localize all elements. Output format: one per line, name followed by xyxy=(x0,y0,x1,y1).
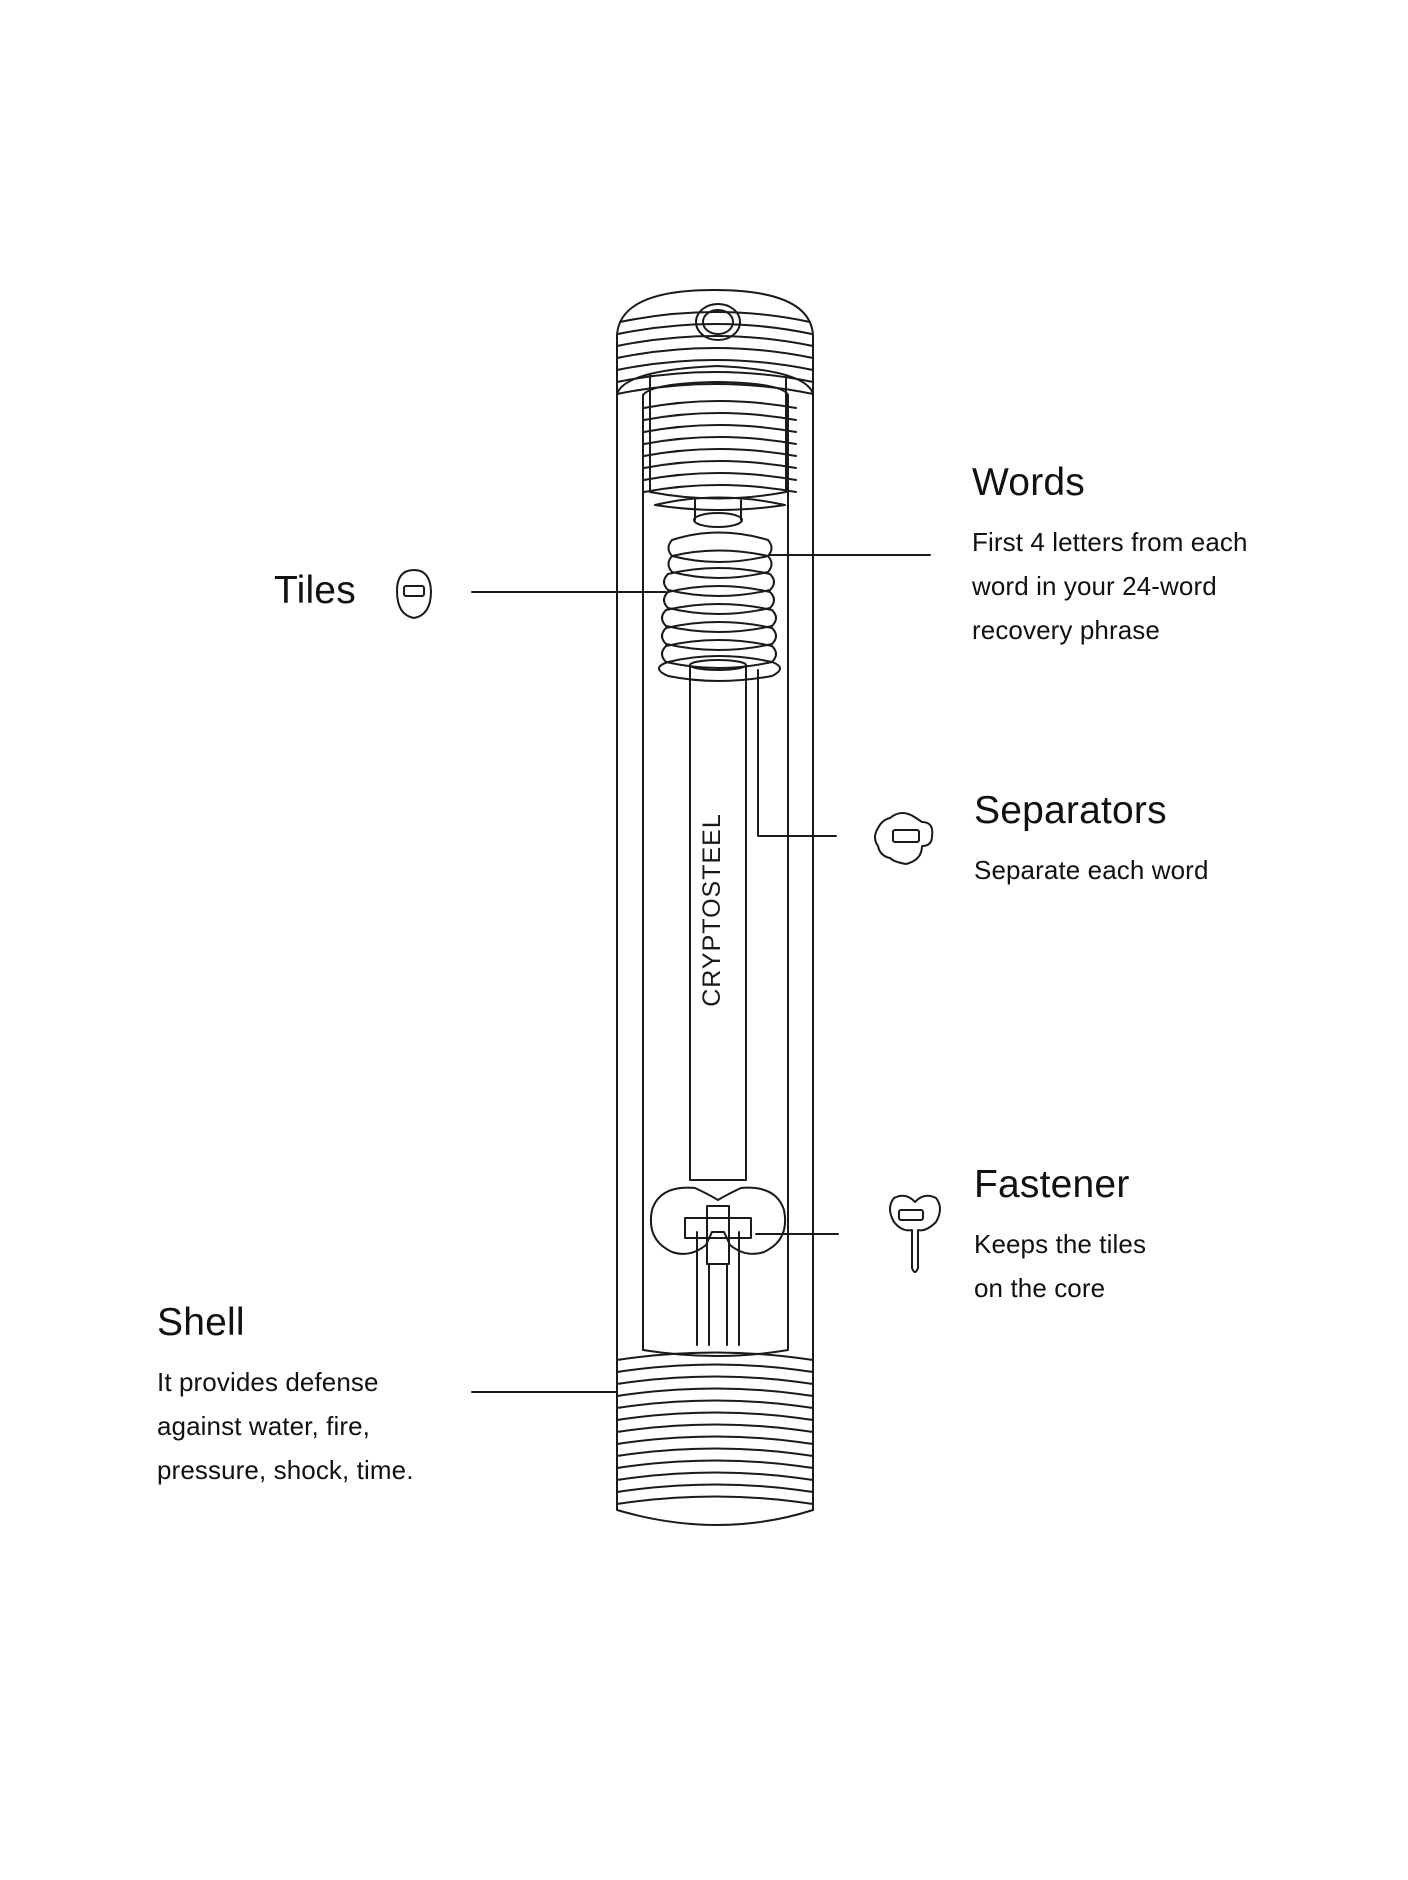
separator-icon xyxy=(874,812,934,865)
fastener-line-1: Keeps the tiles xyxy=(974,1229,1147,1259)
fastener-icon xyxy=(889,1194,941,1273)
shell-window xyxy=(642,381,789,1357)
shell-line-2: against water, fire, xyxy=(157,1411,370,1441)
words-line-3: recovery phrase xyxy=(972,615,1160,645)
fastener-title: Fastener xyxy=(974,1163,1130,1206)
words-line-1: First 4 letters from each xyxy=(972,527,1248,557)
shell-line-3: pressure, shock, time. xyxy=(157,1455,414,1485)
words-title: Words xyxy=(972,461,1085,504)
words-line-2: word in your 24-word xyxy=(972,571,1217,601)
core-head xyxy=(643,374,797,528)
separators-description: Separate each word xyxy=(974,848,1209,892)
words-description: First 4 letters from each word in your 2… xyxy=(972,520,1248,652)
shell-body xyxy=(616,289,814,1526)
fastener-part xyxy=(650,1186,786,1346)
separators-leader xyxy=(757,669,837,837)
core-label: CRYPTOSTEEL xyxy=(698,813,726,1006)
shell-title: Shell xyxy=(157,1301,245,1344)
shell-line-1: It provides defense xyxy=(157,1367,379,1397)
tile-icon xyxy=(396,569,432,619)
tiles-title: Tiles xyxy=(274,569,356,612)
core-rod xyxy=(689,664,747,1181)
fastener-line-2: on the core xyxy=(974,1273,1106,1303)
separators-title: Separators xyxy=(974,789,1167,832)
tiles-stack xyxy=(661,531,777,669)
shell-threads xyxy=(616,1351,814,1505)
separators-line-1: Separate each word xyxy=(974,855,1209,885)
shell-description: It provides defense against water, fire,… xyxy=(157,1360,414,1492)
fastener-description: Keeps the tiles on the core xyxy=(974,1222,1146,1310)
